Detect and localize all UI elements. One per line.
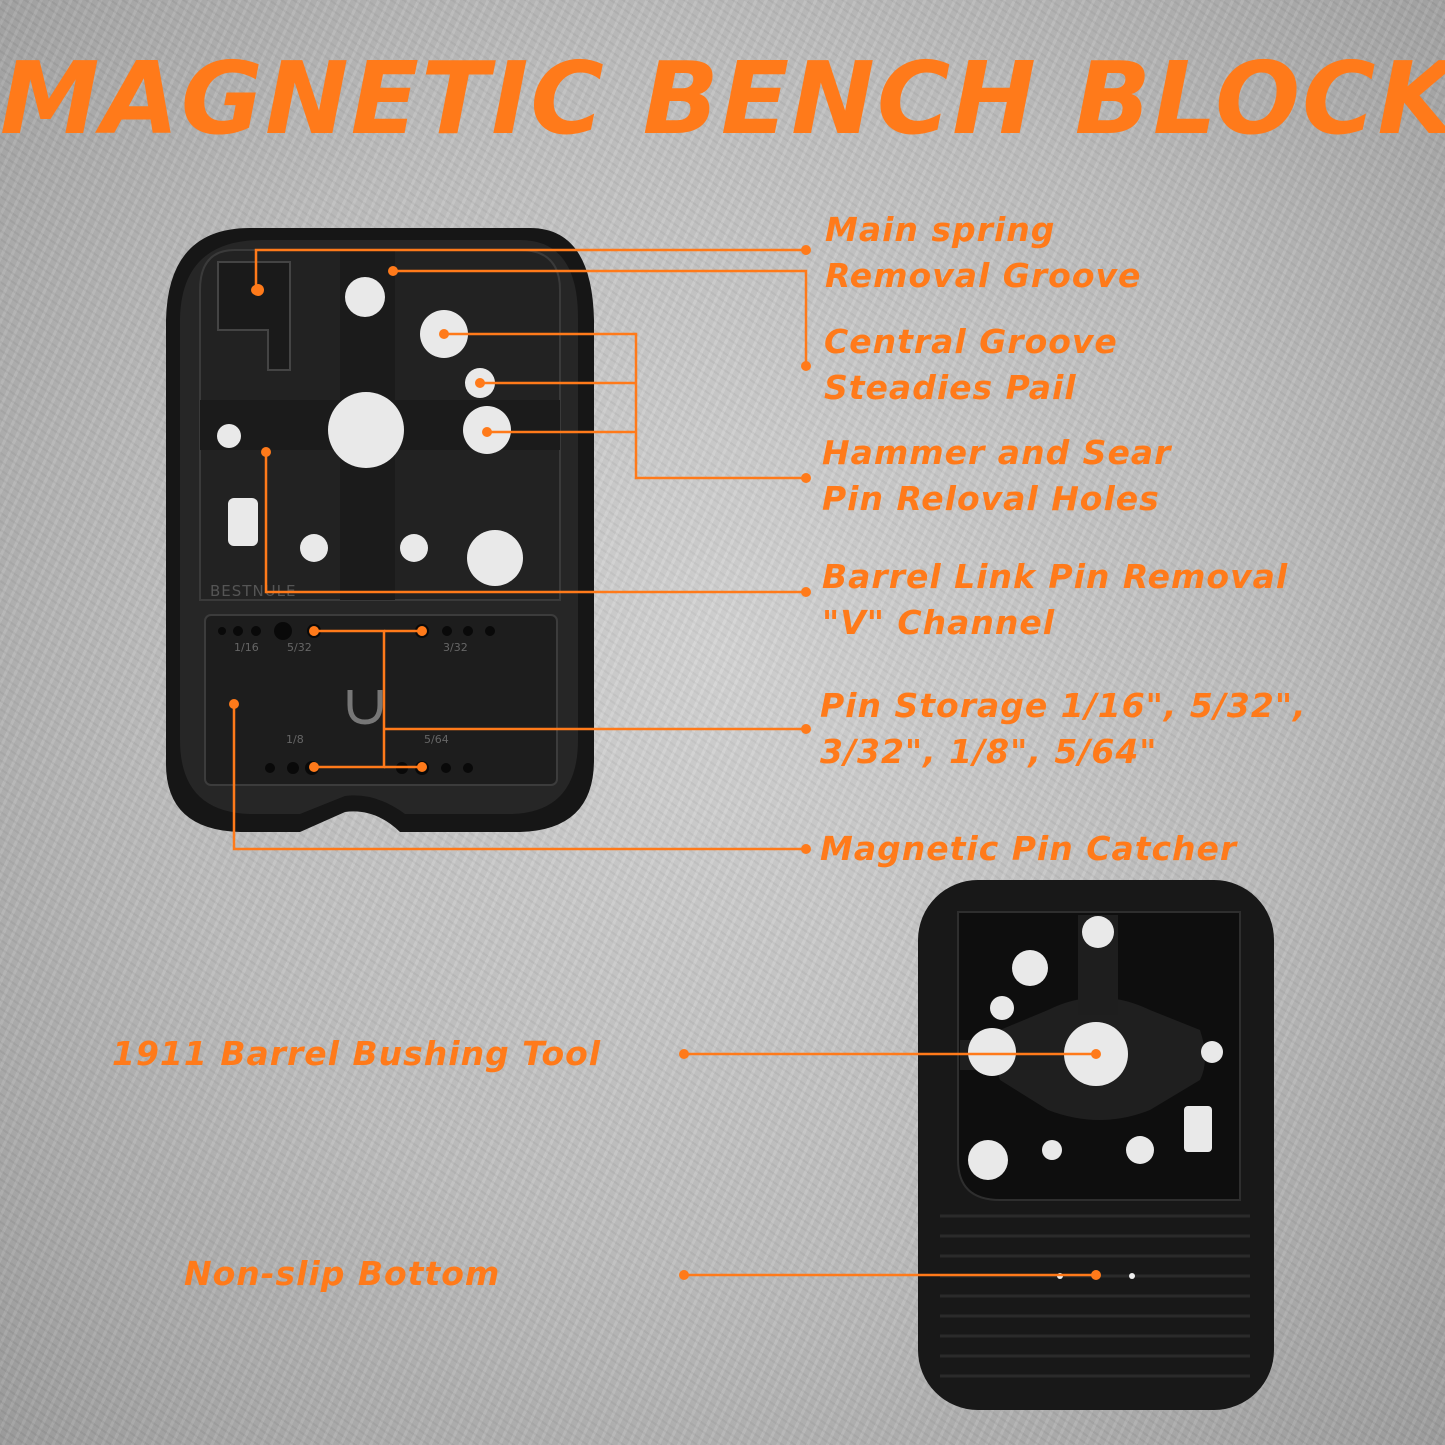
label-pin-storage: Pin Storage 1/16", 5/32",3/32", 1/8", 5/… xyxy=(820,686,1307,771)
size-engraving: 1/8 xyxy=(286,733,304,746)
hole xyxy=(217,424,241,448)
callout-dots xyxy=(229,245,811,854)
bench-block-back xyxy=(918,880,1274,1410)
label-barrel-link: Barrel Link Pin Removal"V" Channel xyxy=(822,557,1289,642)
square-hole xyxy=(228,498,258,546)
magnet-icon xyxy=(347,690,383,725)
label-bushing-tool: 1911 Barrel Bushing Tool xyxy=(112,1034,602,1073)
size-engraving: 3/32 xyxy=(443,641,468,654)
hole xyxy=(467,530,523,586)
main-spring-groove xyxy=(217,261,291,371)
size-engraving: 5/32 xyxy=(287,641,312,654)
callout-lines-back xyxy=(684,1052,1096,1277)
hole xyxy=(300,534,328,562)
bench-block-front: BESTNULE 1/16 5/32 3/32 1/8 5/64 xyxy=(165,228,594,832)
size-engraving: 1/16 xyxy=(234,641,259,654)
label-magnetic-catcher: Magnetic Pin Catcher xyxy=(820,829,1238,868)
hole xyxy=(345,277,385,317)
label-non-slip: Non-slip Bottom xyxy=(184,1254,501,1293)
hole-main xyxy=(328,392,404,468)
size-engraving: 5/64 xyxy=(424,733,449,746)
brand-engraving: BESTNULE xyxy=(210,582,297,600)
page-title: MAGNETIC BENCH BLOCK xyxy=(0,40,1445,157)
callout-lines xyxy=(232,248,808,851)
hole xyxy=(400,534,428,562)
